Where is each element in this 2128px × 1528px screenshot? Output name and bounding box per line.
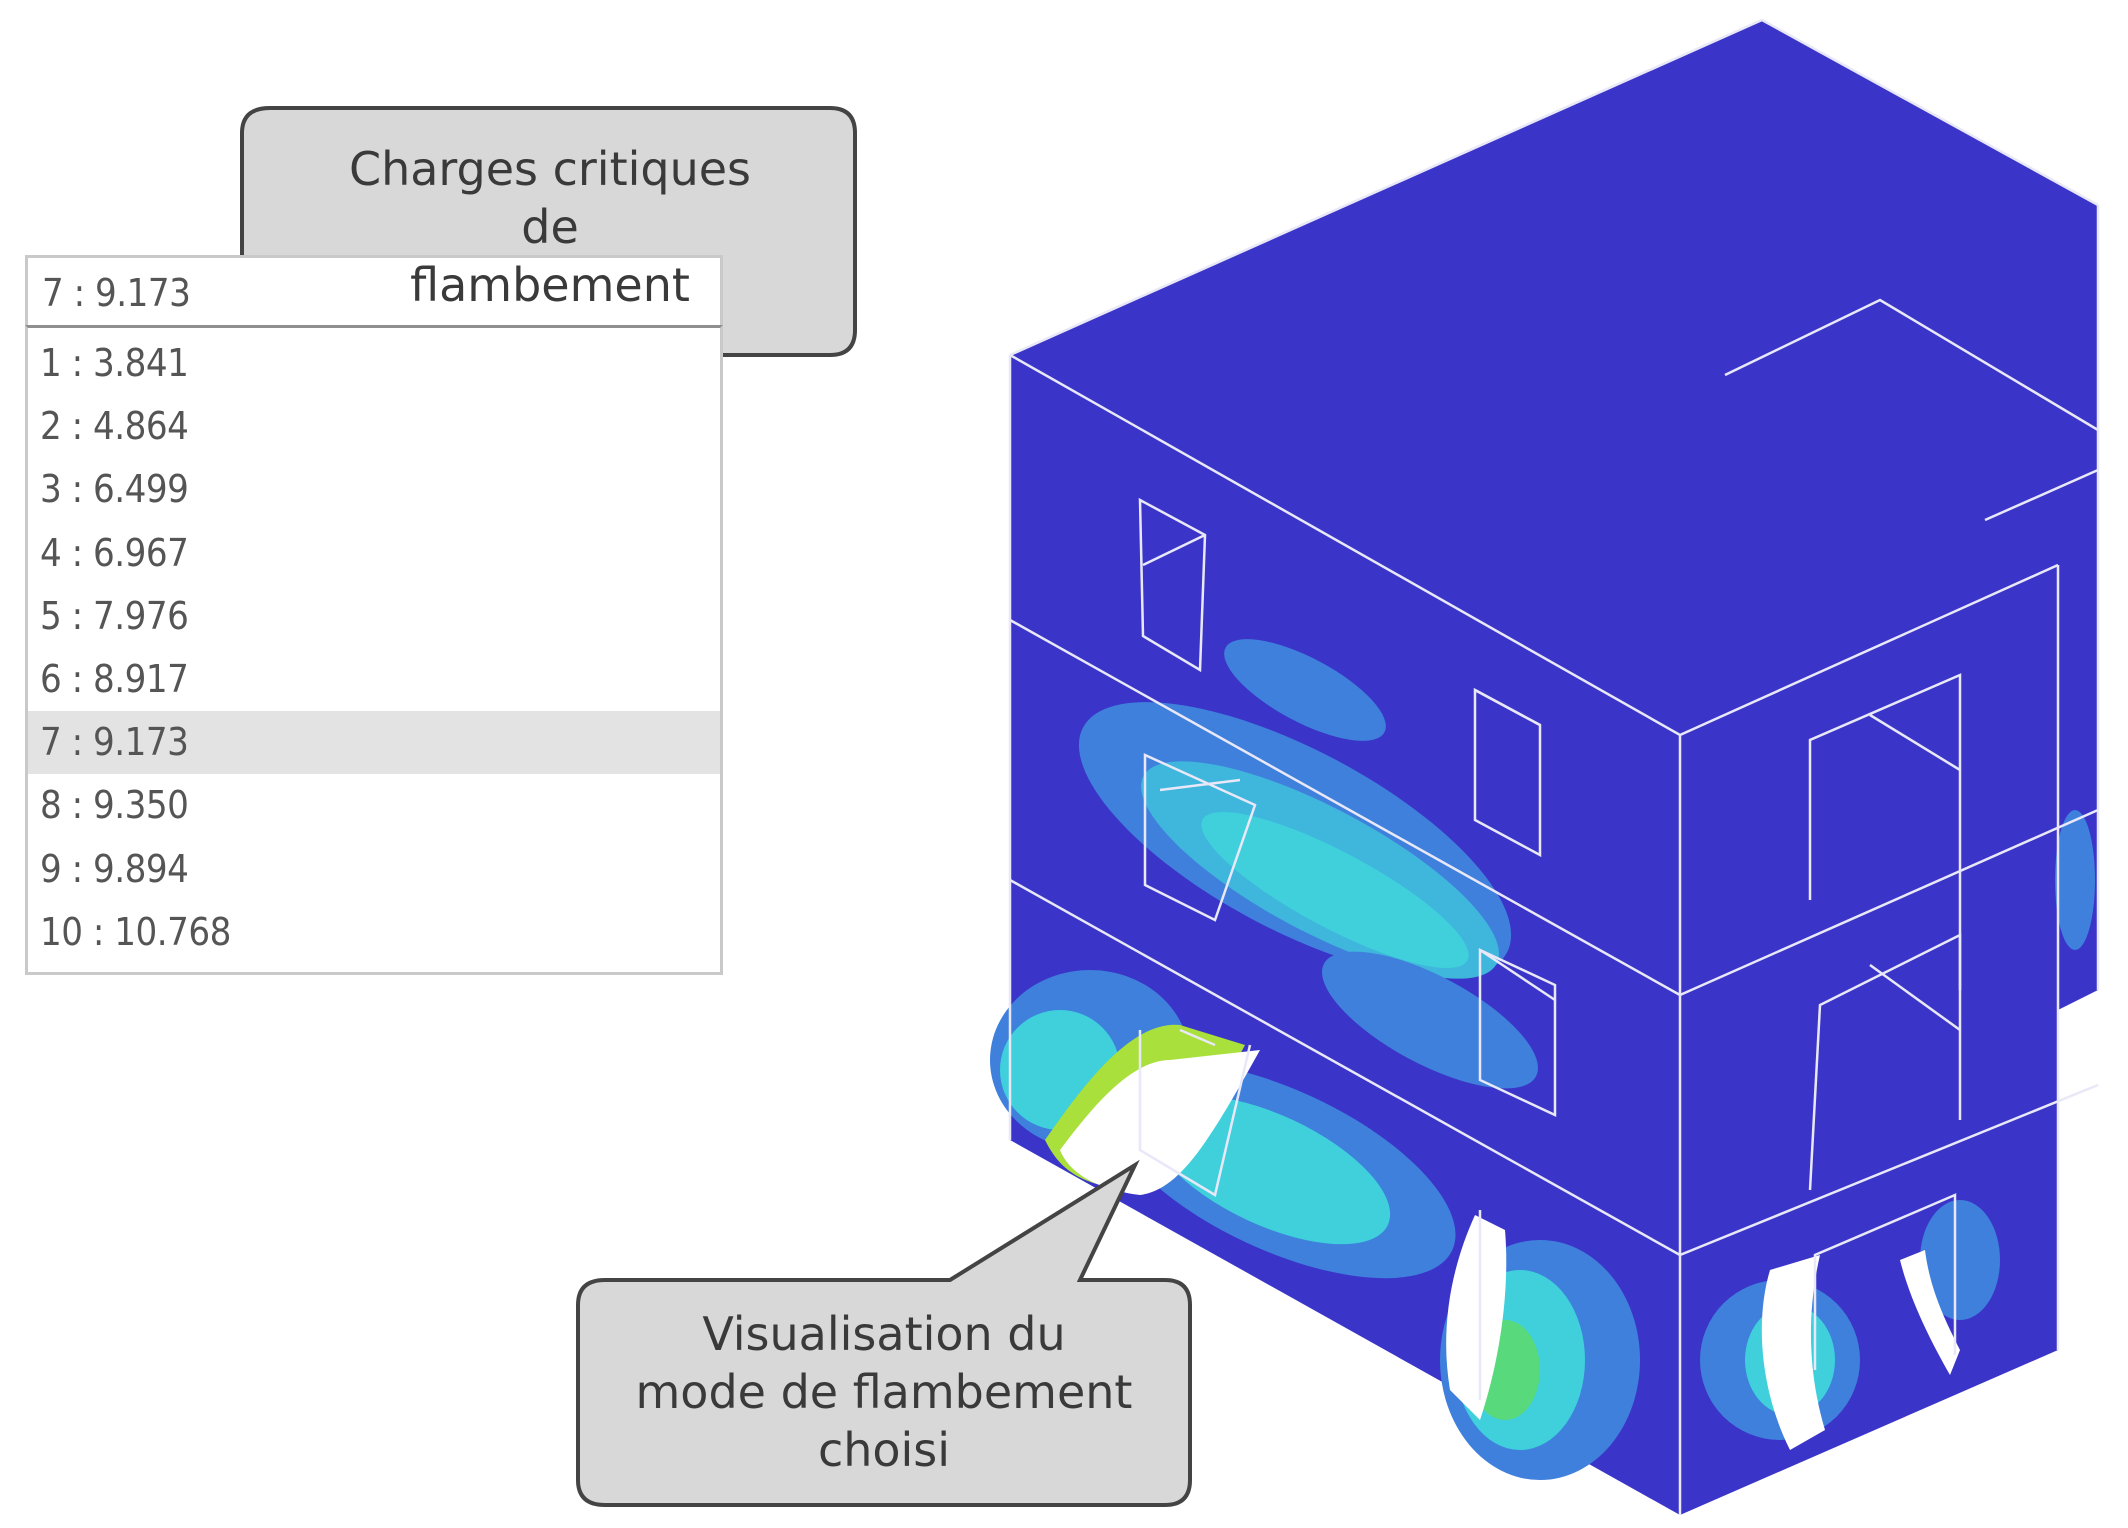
dropdown-option[interactable]: 7 : 9.173 bbox=[28, 711, 720, 775]
dropdown-option[interactable]: 6 : 8.917 bbox=[40, 656, 189, 701]
callout-bottom-line2: mode de flambement bbox=[635, 1365, 1133, 1419]
dropdown-option[interactable]: 2 : 4.864 bbox=[40, 404, 189, 449]
dropdown-option[interactable]: 9 : 9.894 bbox=[40, 846, 189, 891]
roof-face bbox=[1010, 20, 2098, 735]
callout-buckling-mode bbox=[576, 1159, 1192, 1507]
dropdown-option[interactable]: 3 : 6.499 bbox=[40, 467, 189, 512]
dropdown-option[interactable]: 1 : 3.841 bbox=[40, 341, 189, 385]
dropdown-option[interactable]: 8 : 9.350 bbox=[40, 783, 189, 828]
dropdown-option[interactable]: 10 : 10.768 bbox=[40, 909, 231, 954]
buckling-mode-dropdown[interactable]: 7 : 9.173 1 : 3.841 2 : 4.864 3 : 6.499 4 :… bbox=[25, 255, 723, 975]
dropdown-options-list[interactable]: 1 : 3.841 2 : 4.864 3 : 6.499 4 : 6.967 5 : … bbox=[25, 325, 723, 975]
callout-bottom-line1: Visualisation du bbox=[702, 1307, 1066, 1361]
building-model bbox=[990, 18, 2100, 1515]
callout-top-line1: Charges critiques bbox=[348, 142, 752, 196]
callout-bottom-line3: choisi bbox=[817, 1423, 951, 1477]
callout-critical-loads-text: Charges critiques de flambement bbox=[250, 140, 850, 314]
dropdown-option[interactable]: 4 : 6.967 bbox=[40, 530, 189, 575]
dropdown-selected-value[interactable]: 7 : 9.173 bbox=[25, 255, 723, 325]
callout-top-line2: de bbox=[521, 200, 579, 254]
callout-buckling-mode-text: Visualisation du mode de flambement choi… bbox=[582, 1305, 1186, 1479]
dropdown-option[interactable]: 5 : 7.976 bbox=[40, 593, 189, 638]
callout-top-line3: flambement bbox=[410, 258, 690, 312]
